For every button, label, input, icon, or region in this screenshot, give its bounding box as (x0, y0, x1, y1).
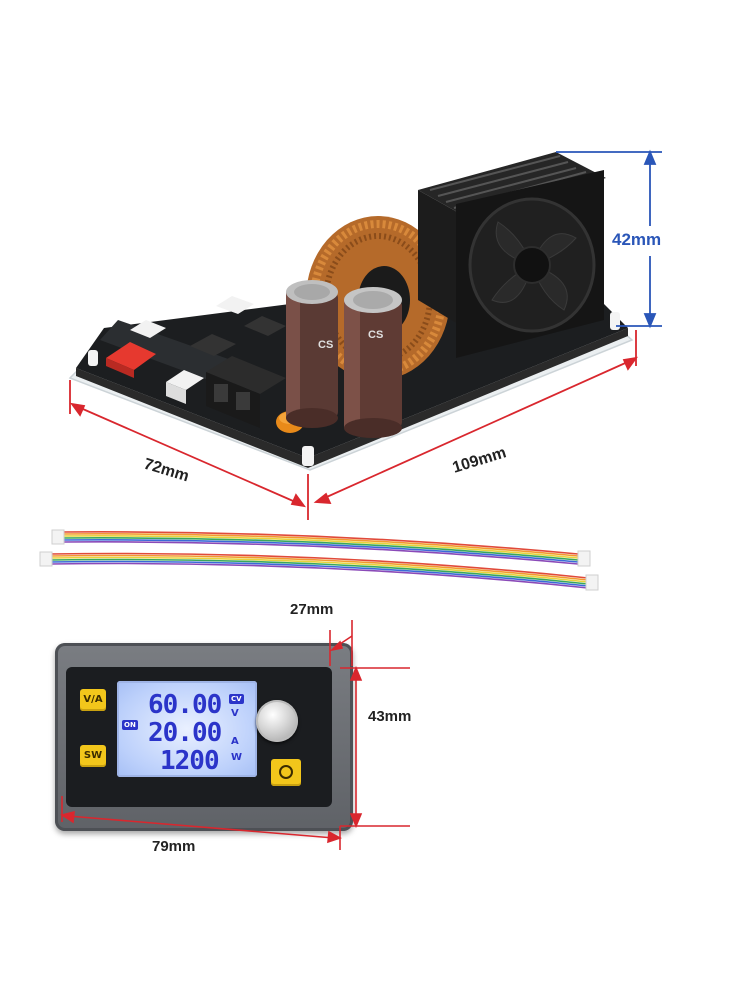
ribbon-cable-1 (61, 531, 579, 565)
dimension-height-fan (556, 149, 662, 329)
dim-label-43mm: 43mm (368, 708, 412, 725)
electrolytic-capacitor-1: CS (286, 280, 338, 428)
current-readout: 20.00 (148, 718, 222, 748)
ic-chip (190, 334, 236, 356)
sw-button[interactable]: SW (80, 745, 106, 767)
connector-white-1 (166, 370, 204, 390)
unit-w: W (231, 752, 243, 763)
connector-white-2 (130, 320, 166, 338)
power-readout: 1200 (160, 746, 220, 776)
dimension-length-board (313, 330, 639, 505)
dim-label-27mm: 27mm (290, 601, 334, 618)
cv-badge: CV (229, 694, 244, 704)
dimension-width-board (69, 380, 309, 520)
power-icon (279, 765, 293, 779)
display-dimensions (59, 620, 410, 850)
ribbon-cable-2 (49, 552, 589, 589)
dim-label-79mm: 79mm (152, 838, 196, 855)
standoff-left (88, 350, 98, 366)
connector-white-3 (216, 296, 254, 314)
standoff-right (610, 312, 620, 330)
heatsink-fan-assembly (418, 152, 606, 358)
voltage-readout: 60.00 (148, 690, 222, 720)
pcb-board-illustration: CS CS (68, 149, 662, 520)
va-button[interactable]: V/A (80, 689, 106, 711)
cap1-brand-text: CS (318, 339, 333, 351)
screw-terminal (206, 356, 286, 394)
standoff-front (302, 446, 314, 466)
on-badge: ON (122, 720, 138, 730)
unit-v: V (231, 708, 239, 719)
electrolytic-capacitor-2: CS (344, 287, 402, 438)
dip-switch (106, 342, 156, 370)
dim-label-42mm: 42mm (612, 230, 662, 249)
unit-a: A (231, 736, 239, 747)
rotary-encoder-knob[interactable] (256, 700, 298, 742)
cap2-brand-text: CS (368, 329, 383, 341)
ribbon-cables-illustration (39, 529, 599, 591)
